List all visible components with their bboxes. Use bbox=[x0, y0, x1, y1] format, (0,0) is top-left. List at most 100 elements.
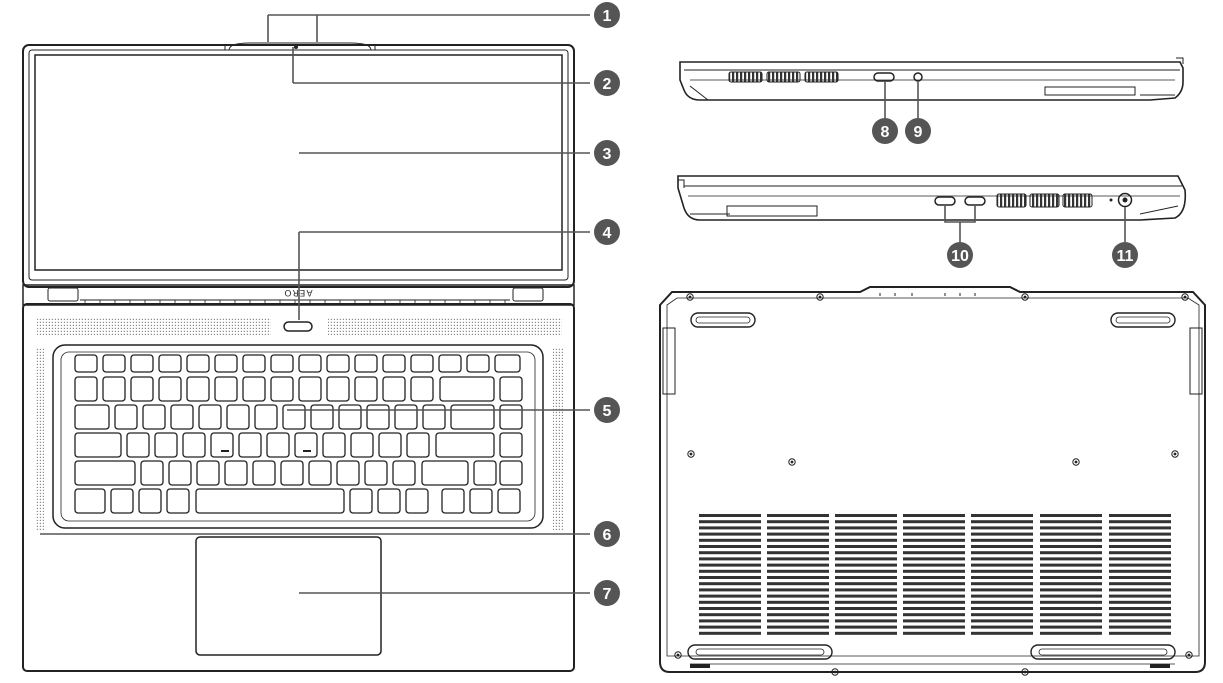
usb-c-port-left[interactable] bbox=[873, 72, 895, 82]
keyboard-key[interactable] bbox=[410, 354, 434, 373]
keyboard-key[interactable] bbox=[377, 488, 401, 514]
touchpad[interactable] bbox=[195, 536, 382, 656]
keyboard-key[interactable] bbox=[499, 404, 523, 430]
keyboard-key[interactable] bbox=[366, 404, 390, 430]
keyboard-key[interactable] bbox=[214, 376, 238, 402]
keyboard-key[interactable] bbox=[405, 488, 429, 514]
usb-c-port-right-2[interactable] bbox=[964, 196, 986, 206]
keyboard-key[interactable] bbox=[186, 354, 210, 373]
keyboard-key[interactable] bbox=[186, 376, 210, 402]
keyboard-key[interactable] bbox=[499, 460, 523, 486]
keyboard-key[interactable] bbox=[170, 404, 194, 430]
keyboard-key[interactable] bbox=[74, 488, 106, 514]
keyboard-key[interactable] bbox=[74, 460, 136, 486]
keyboard-key[interactable] bbox=[242, 354, 266, 373]
keyboard-key[interactable] bbox=[499, 432, 523, 458]
vent-slot bbox=[1040, 557, 1102, 561]
keyboard-key[interactable] bbox=[439, 376, 495, 402]
keyboard-key[interactable] bbox=[294, 432, 318, 458]
keyboard-key[interactable] bbox=[158, 376, 182, 402]
keyboard-key[interactable] bbox=[110, 488, 134, 514]
keyboard-key[interactable] bbox=[497, 488, 521, 514]
vent-slot bbox=[971, 631, 1033, 635]
keyboard-key[interactable] bbox=[308, 460, 332, 486]
usb-c-port-right-1[interactable] bbox=[934, 196, 956, 206]
keyboard-key[interactable] bbox=[336, 460, 360, 486]
keyboard-key[interactable] bbox=[466, 354, 490, 373]
keyboard-key[interactable] bbox=[354, 376, 378, 402]
keyboard-well bbox=[52, 344, 544, 529]
keyboard-key[interactable] bbox=[166, 488, 190, 514]
keyboard-key[interactable] bbox=[282, 404, 306, 430]
keyboard-key[interactable] bbox=[74, 404, 110, 430]
keyboard-key[interactable] bbox=[126, 432, 150, 458]
keyboard-key[interactable] bbox=[198, 404, 222, 430]
keyboard-key[interactable] bbox=[499, 376, 523, 402]
keyboard-key[interactable] bbox=[214, 354, 238, 373]
keyboard-key[interactable] bbox=[410, 376, 434, 402]
keyboard-key[interactable] bbox=[138, 488, 162, 514]
keyboard-key[interactable] bbox=[74, 354, 98, 373]
keyboard-key[interactable] bbox=[74, 376, 98, 402]
keyboard-key[interactable] bbox=[354, 354, 378, 373]
keyboard-key[interactable] bbox=[238, 432, 262, 458]
keyboard-key[interactable] bbox=[450, 404, 495, 430]
keyboard-key[interactable] bbox=[130, 376, 154, 402]
keyboard-key[interactable] bbox=[210, 432, 234, 458]
keyboard-key[interactable] bbox=[270, 376, 294, 402]
keyboard-key[interactable] bbox=[394, 404, 418, 430]
keyboard-key[interactable] bbox=[473, 460, 497, 486]
keyboard[interactable] bbox=[74, 354, 523, 514]
keyboard-key[interactable] bbox=[406, 432, 430, 458]
keyboard-key[interactable] bbox=[254, 404, 278, 430]
keyboard-key[interactable] bbox=[280, 460, 304, 486]
keyboard-key[interactable] bbox=[422, 404, 446, 430]
keyboard-key[interactable] bbox=[326, 376, 350, 402]
keyboard-key[interactable] bbox=[298, 376, 322, 402]
keyboard-key[interactable] bbox=[435, 432, 495, 458]
audio-jack[interactable] bbox=[913, 72, 923, 82]
dc-in-jack[interactable] bbox=[1117, 192, 1133, 208]
keyboard-key[interactable] bbox=[242, 376, 266, 402]
keyboard-key[interactable] bbox=[382, 354, 406, 373]
keyboard-key[interactable] bbox=[350, 432, 374, 458]
vent-slot bbox=[1109, 569, 1171, 573]
keyboard-key[interactable] bbox=[102, 376, 126, 402]
keyboard-key[interactable] bbox=[364, 460, 388, 486]
keyboard-key[interactable] bbox=[382, 376, 406, 402]
keyboard-key[interactable] bbox=[310, 404, 334, 430]
keyboard-key[interactable] bbox=[142, 404, 166, 430]
keyboard-key[interactable] bbox=[392, 460, 416, 486]
power-button[interactable] bbox=[283, 321, 313, 332]
keyboard-key[interactable] bbox=[270, 354, 294, 373]
keyboard-key[interactable] bbox=[102, 354, 126, 373]
keyboard-key[interactable] bbox=[195, 488, 345, 514]
keyboard-key[interactable] bbox=[494, 354, 521, 373]
keyboard-key[interactable] bbox=[252, 460, 276, 486]
keyboard-key[interactable] bbox=[224, 460, 248, 486]
keyboard-key[interactable] bbox=[140, 460, 164, 486]
keyboard-key[interactable] bbox=[74, 432, 122, 458]
keyboard-key[interactable] bbox=[338, 404, 362, 430]
keyboard-key[interactable] bbox=[326, 354, 350, 373]
keyboard-key[interactable] bbox=[421, 460, 469, 486]
keyboard-key[interactable] bbox=[298, 354, 322, 373]
keyboard-key[interactable] bbox=[441, 488, 465, 514]
keyboard-key[interactable] bbox=[322, 432, 346, 458]
screw-center bbox=[689, 452, 693, 456]
callout-marker-11 bbox=[1112, 242, 1138, 268]
keyboard-key[interactable] bbox=[182, 432, 206, 458]
keyboard-key[interactable] bbox=[196, 460, 220, 486]
keyboard-key[interactable] bbox=[114, 404, 138, 430]
keyboard-key[interactable] bbox=[438, 354, 462, 373]
keyboard-key[interactable] bbox=[266, 432, 290, 458]
keyboard-key[interactable] bbox=[469, 488, 493, 514]
keyboard-key[interactable] bbox=[130, 354, 154, 373]
keyboard-key[interactable] bbox=[226, 404, 250, 430]
vent-slot bbox=[835, 520, 897, 524]
keyboard-key[interactable] bbox=[154, 432, 178, 458]
keyboard-key[interactable] bbox=[378, 432, 402, 458]
keyboard-key[interactable] bbox=[349, 488, 373, 514]
keyboard-key[interactable] bbox=[168, 460, 192, 486]
keyboard-key[interactable] bbox=[158, 354, 182, 373]
